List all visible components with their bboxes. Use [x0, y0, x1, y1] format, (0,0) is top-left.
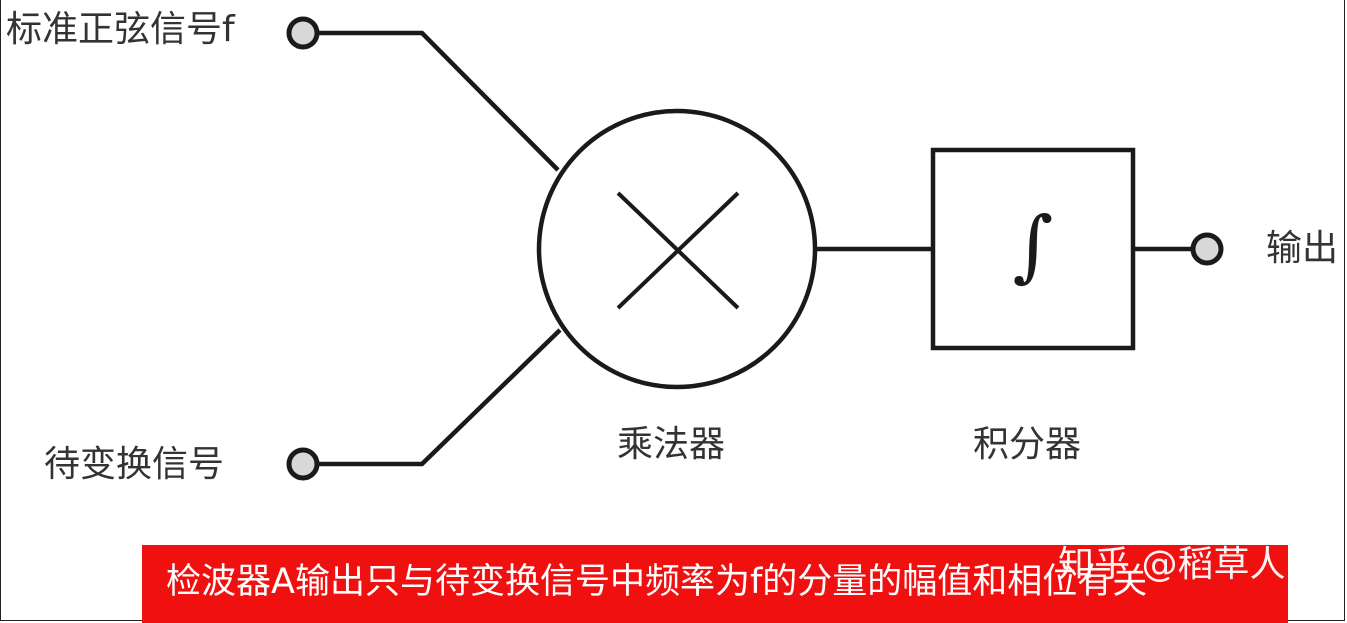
integral-symbol: ∫ [1013, 201, 1054, 291]
watermark: 知乎 @稻草人 [1058, 544, 1286, 585]
output-label: 输出 [1266, 228, 1339, 269]
input-reference-wire [317, 30, 560, 172]
output-terminal [1190, 232, 1224, 266]
caption-banner: 检波器A输出只与待变换信号中频率为f的分量的幅值和相位有关 [142, 545, 1288, 623]
multiplier-cross-line [616, 191, 740, 310]
input-signal-label: 待变换信号 [44, 444, 225, 485]
input-signal-terminal [286, 447, 320, 481]
integrator-label: 积分器 [973, 424, 1082, 465]
input-reference-terminal [286, 16, 320, 50]
input-reference-label: 标准正弦信号f [6, 9, 235, 50]
input-signal-wire [317, 328, 562, 467]
multiplier-label: 乘法器 [617, 424, 726, 465]
caption-text: 检波器A输出只与待变换信号中频率为f的分量的幅值和相位有关 [166, 562, 1148, 602]
integrator-box [930, 147, 1136, 351]
